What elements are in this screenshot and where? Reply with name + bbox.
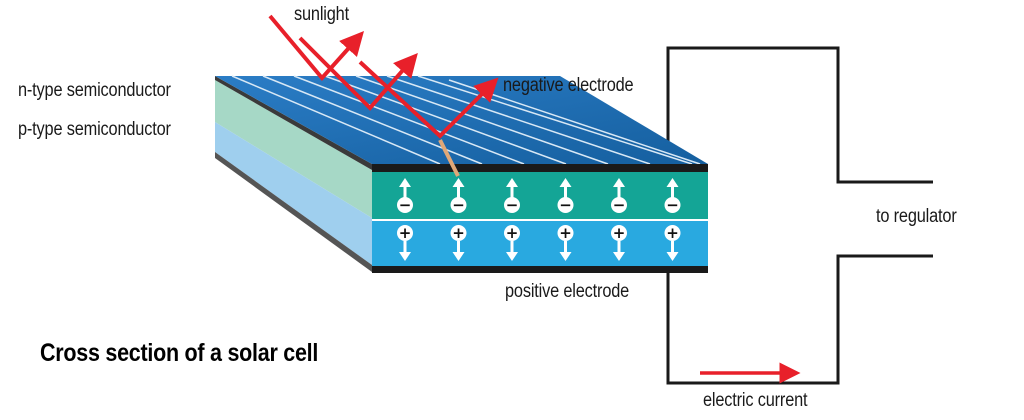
hole-carrier: +	[664, 224, 681, 261]
hole-carrier: +	[611, 224, 627, 261]
electron-carrier: −	[504, 178, 520, 214]
n-type-layer	[372, 172, 708, 219]
label-n-type-semiconductor: n-type semiconductor	[18, 80, 171, 101]
electron-sign: −	[559, 196, 572, 214]
negative-electrode-bar	[372, 164, 708, 172]
electron-carrier: −	[664, 178, 681, 214]
sunlight-rays	[268, 14, 499, 139]
electron-sign: −	[613, 196, 626, 214]
charge-carriers: − + − + − + − + − + − +	[397, 178, 681, 261]
hole-sign: +	[666, 224, 679, 242]
electron-sign: −	[399, 196, 412, 214]
electron-carrier: −	[557, 178, 574, 214]
label-to-regulator: to regulator	[876, 206, 957, 227]
electron-carrier: −	[611, 178, 627, 214]
hole-sign: +	[452, 224, 465, 242]
top-electrode-side	[215, 76, 372, 170]
cell-side-faces	[215, 76, 372, 272]
hole-sign: +	[399, 224, 412, 242]
hole-sign: +	[506, 224, 519, 242]
hole-carrier: +	[397, 224, 413, 261]
label-negative-electrode: negative electrode	[503, 75, 634, 96]
sunlight-ray-3	[358, 60, 499, 139]
electron-carrier: −	[450, 178, 467, 214]
photon-penetration	[438, 139, 460, 177]
label-positive-electrode: positive electrode	[505, 281, 630, 302]
n-layer-side	[215, 80, 372, 218]
diagram-title: Cross section of a solar cell	[40, 339, 319, 367]
label-sunlight: sunlight	[294, 4, 349, 25]
label-electric-current: electric current	[703, 390, 808, 411]
electron-carrier: −	[397, 178, 413, 214]
label-p-type-semiconductor: p-type semiconductor	[18, 119, 171, 140]
circuit-wire	[666, 46, 933, 385]
hole-sign: +	[613, 224, 626, 242]
junction-line	[372, 219, 708, 221]
electron-sign: −	[506, 196, 519, 214]
p-layer-side	[215, 122, 372, 265]
bottom-electrode-side	[215, 152, 372, 272]
electron-sign: −	[452, 196, 465, 214]
sunlight-ray-2	[298, 36, 418, 111]
hole-carrier: +	[504, 224, 520, 261]
hole-sign: +	[559, 224, 572, 242]
sunlight-ray-1	[268, 14, 365, 82]
positive-electrode-bar	[372, 266, 708, 273]
electron-sign: −	[666, 196, 679, 214]
p-type-layer	[372, 221, 708, 266]
hole-carrier: +	[450, 224, 467, 261]
hole-carrier: +	[557, 224, 574, 261]
